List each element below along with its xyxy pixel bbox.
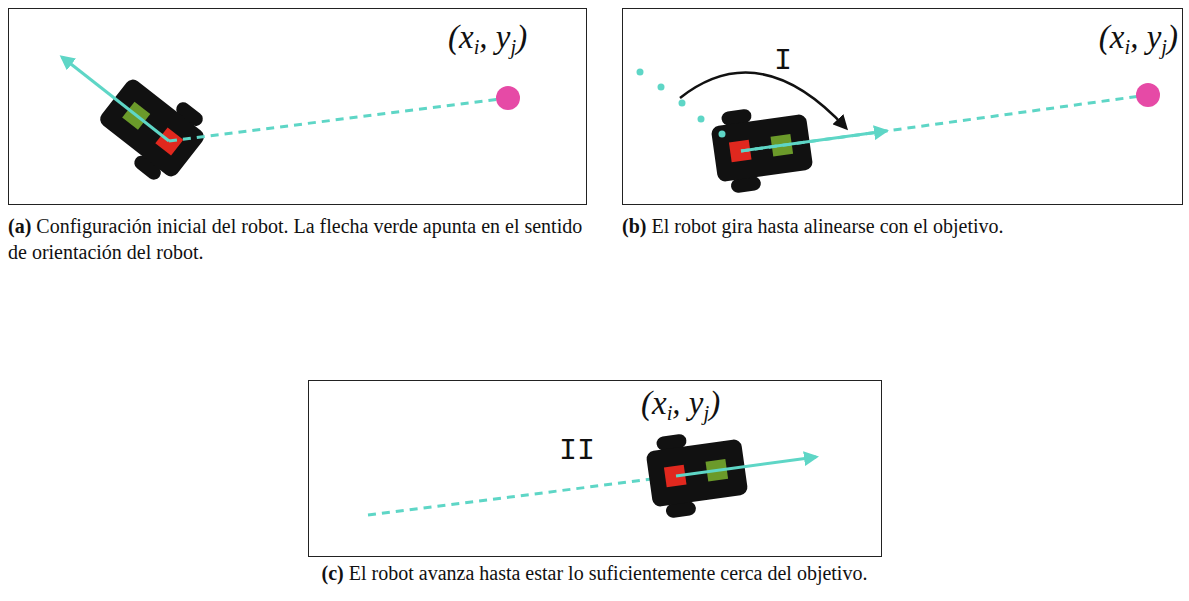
figure-panel: (xi, yj) bbox=[8, 8, 587, 205]
caption-text: Configuración inicial del robot. La flec… bbox=[8, 215, 582, 263]
step-number: II bbox=[559, 435, 595, 468]
step-number: I bbox=[774, 45, 792, 78]
subfigure-letter: (b) bbox=[622, 215, 646, 237]
figure-panel: (xi, yj) I bbox=[622, 8, 1183, 205]
figure-panel: (xi, yj) II bbox=[308, 380, 882, 557]
subfigure-letter: (c) bbox=[322, 562, 344, 584]
target-coordinates: (xi, yj) bbox=[1099, 19, 1178, 55]
caption-text: El robot avanza hasta estar lo suficient… bbox=[349, 562, 868, 584]
target-coordinates: (xi, yj) bbox=[641, 385, 720, 421]
figure-caption: (b) El robot gira hasta alinearse con el… bbox=[622, 213, 1184, 239]
figure-caption: (c) El robot avanza hasta estar lo sufic… bbox=[0, 560, 1189, 586]
robot-a bbox=[62, 57, 520, 190]
target-coordinates: (xi, yj) bbox=[448, 19, 527, 55]
figure-caption: (a) Configuración inicial del robot. La … bbox=[8, 213, 586, 265]
subfigure-letter: (a) bbox=[8, 215, 31, 237]
caption-text: El robot gira hasta alinearse con el obj… bbox=[651, 215, 1003, 237]
robot-b bbox=[637, 69, 1161, 196]
robot-c bbox=[368, 426, 816, 521]
